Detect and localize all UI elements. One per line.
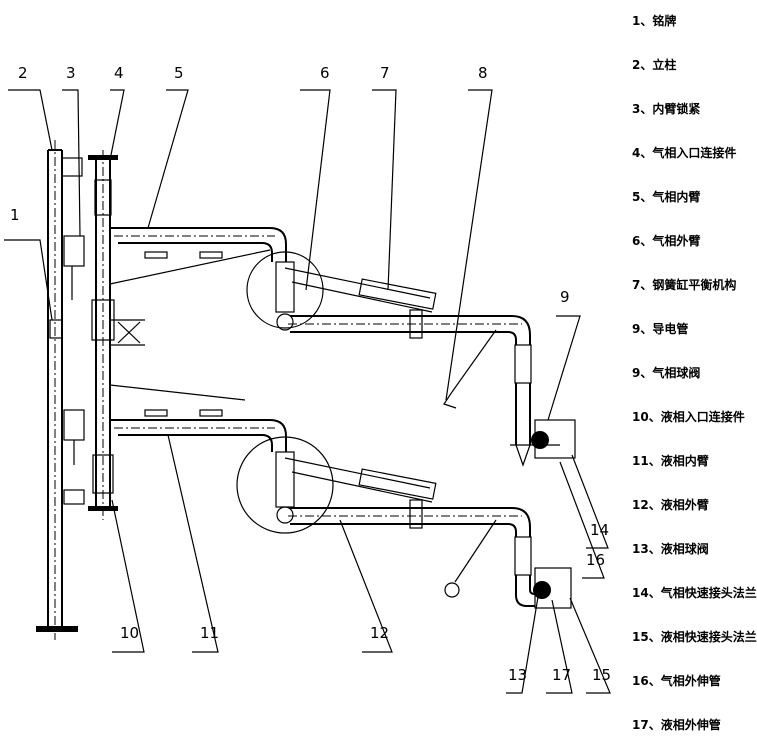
callout-9: 9: [560, 288, 570, 306]
legend-item: 10、液相入口连接件: [632, 410, 745, 424]
vapor-outer-arm: [288, 309, 531, 345]
liquid-outer-arm: [288, 499, 531, 537]
parts-legend: 1、铭牌 2、立柱 3、内臂锁紧 4、气相入口连接件 5、气相内臂 6、气相外臂…: [632, 0, 757, 750]
callout-7: 7: [380, 64, 390, 82]
legend-item: 4、气相入口连接件: [632, 146, 737, 160]
callout-2: 2: [18, 64, 28, 82]
legend-item: 17、液相外伸管: [632, 718, 721, 732]
callout-8: 8: [478, 64, 488, 82]
callout-4: 4: [114, 64, 124, 82]
vapor-down-pipe: [510, 344, 576, 467]
vapor-balance-cylinder: [284, 267, 437, 313]
conductive-pipe-upper: [443, 329, 497, 409]
legend-item: 5、气相内臂: [632, 190, 701, 204]
callout-10: 10: [120, 624, 139, 642]
callout-11: 11: [200, 624, 219, 642]
liquid-inner-arm: [109, 384, 287, 452]
legend-item: 2、立柱: [632, 58, 677, 72]
callout-numbers: 1 2 3 4 5 6 7 8 9 10 11 12 13 14 15 16 1…: [10, 64, 611, 684]
callout-16: 16: [586, 551, 605, 569]
legend-item: 6、气相外臂: [632, 234, 701, 248]
vapor-inner-arm: [109, 227, 287, 285]
callout-12: 12: [370, 624, 389, 642]
column: [36, 140, 78, 640]
legend-item: 16、气相外伸管: [632, 674, 721, 688]
callout-15: 15: [592, 666, 611, 684]
callout-3: 3: [66, 64, 76, 82]
callout-5: 5: [174, 64, 184, 82]
liquid-down-pipe: [514, 536, 572, 609]
legend-item: 15、液相快速接头法兰: [632, 630, 757, 644]
callout-13: 13: [508, 666, 527, 684]
callout-17: 17: [552, 666, 571, 684]
legend-item: 11、液相内臂: [632, 454, 709, 468]
column-head: [61, 157, 85, 505]
legend-item: 13、液相球阀: [632, 542, 709, 556]
legend-item: 9、导电管: [632, 322, 689, 336]
legend-item: 1、铭牌: [632, 14, 677, 28]
legend-item: 3、内臂锁紧: [632, 102, 701, 116]
callout-14: 14: [590, 521, 609, 539]
leader-lines: [4, 89, 611, 694]
liquid-balance-cylinder: [284, 457, 437, 503]
legend-item: 14、气相快速接头法兰: [632, 586, 757, 600]
vapor-elbow-pivot: [246, 251, 324, 331]
conductive-pipe-lower: [444, 519, 497, 598]
legend-item: 7、钢簧缸平衡机构: [632, 278, 737, 292]
callout-1: 1: [10, 206, 20, 224]
legend-item: 12、液相外臂: [632, 498, 709, 512]
inlet-swivel-stack: [88, 150, 145, 520]
legend-item: 9、气相球阀: [632, 366, 701, 380]
callout-6: 6: [320, 64, 330, 82]
liquid-elbow-pivot: [236, 436, 334, 534]
